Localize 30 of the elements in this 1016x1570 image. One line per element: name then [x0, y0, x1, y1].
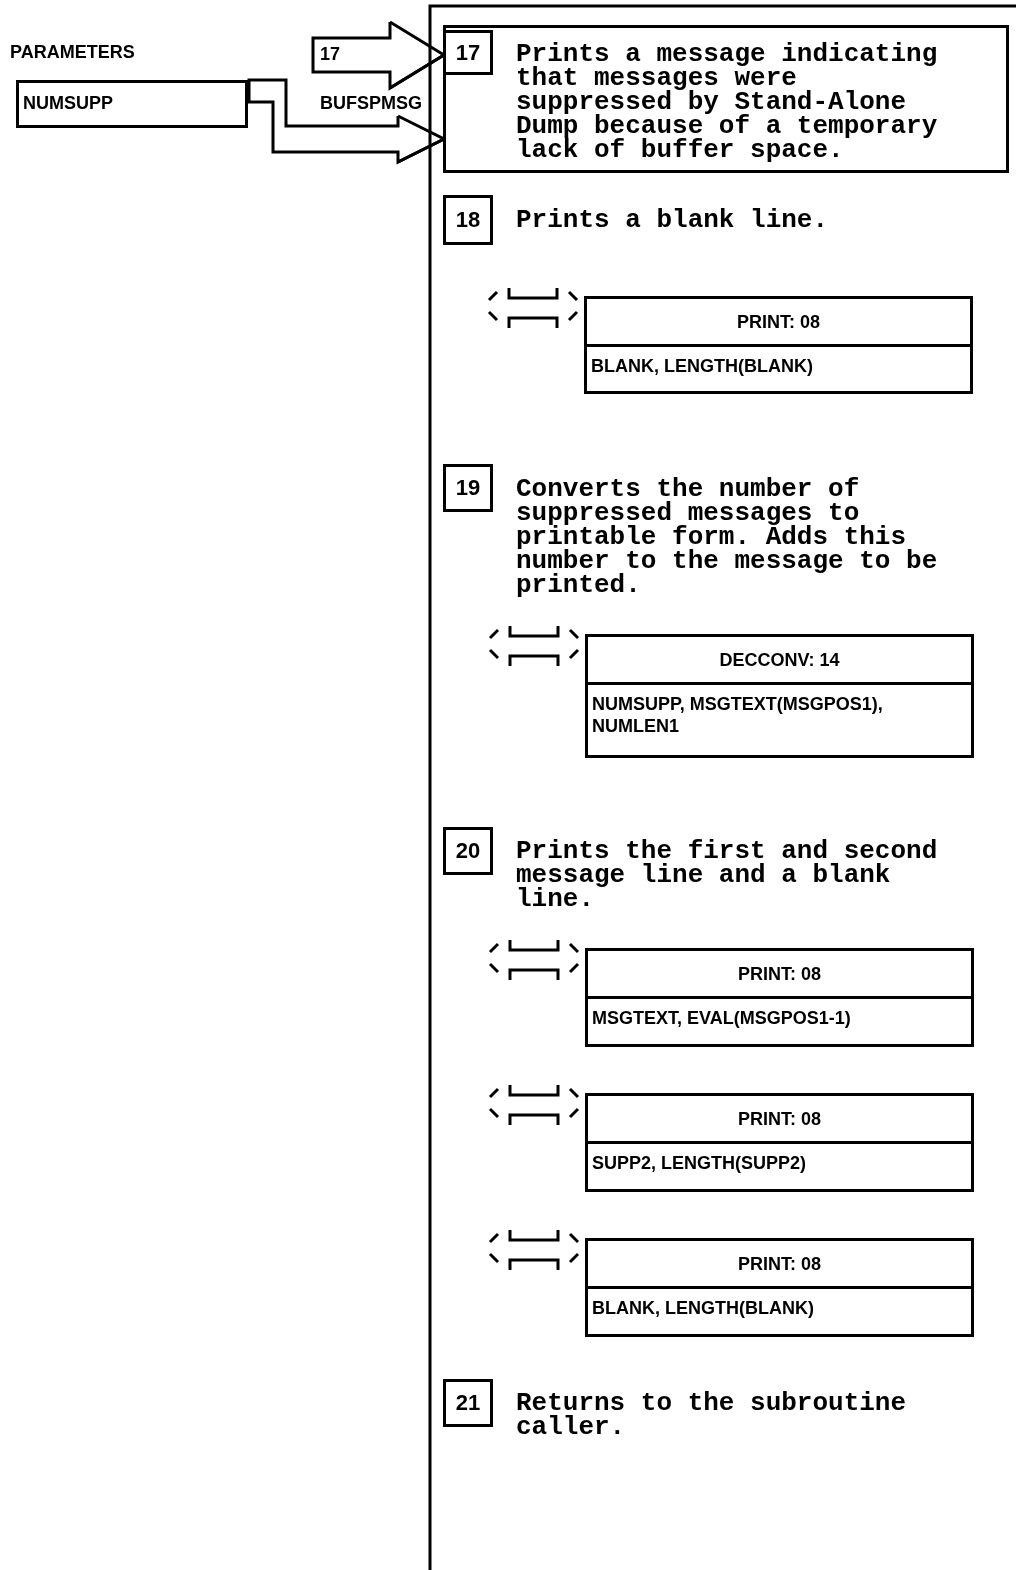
- parameter-list: SUPP2, LENGTH(SUPP2): [588, 1144, 971, 1180]
- step-description: Converts the number of suppressed messages to printable form. Adds this number to the message to be printed.: [516, 477, 939, 597]
- step-number: 20: [443, 827, 493, 875]
- heading: PARAMETERS: [10, 42, 135, 63]
- call-box: [585, 1238, 974, 1337]
- routine-name: PRINT: 08: [587, 299, 970, 347]
- parameter-list: BLANK, LENGTH(BLANK): [588, 1289, 971, 1325]
- routine-name: PRINT: 08: [588, 1241, 971, 1289]
- step-description: Prints a message indicating that messages were suppressed by Stand-Alone Dump because of a temporary lack of buffer space.: [516, 42, 939, 162]
- step-number: 18: [443, 195, 493, 245]
- parameter-list: NUMSUPP, MSGTEXT(MSGPOS1), NUMLEN1: [588, 685, 971, 743]
- call-box: [584, 296, 973, 394]
- wide-arrow: [311, 20, 446, 91]
- parameter-list: MSGTEXT, EVAL(MSGPOS1-1): [588, 999, 971, 1035]
- routine-name: PRINT: 08: [588, 951, 971, 999]
- routine-name: PRINT: 08: [588, 1096, 971, 1144]
- step-number: 19: [443, 464, 493, 512]
- parameter-box: NUMSUPP: [16, 80, 248, 128]
- step-number: 17: [443, 30, 493, 75]
- step-description: Prints the first and second message line and a blank line.: [516, 839, 939, 911]
- parameter-list: BLANK, LENGTH(BLANK): [587, 347, 970, 383]
- step-box: [443, 25, 1009, 173]
- call-box: [585, 1093, 974, 1192]
- step-description: Returns to the subroutine caller.: [516, 1391, 908, 1439]
- call-box: [585, 634, 974, 758]
- step-number: 21: [443, 1379, 493, 1427]
- call-box: [585, 948, 974, 1047]
- routine-name: DECCONV: 14: [588, 637, 971, 685]
- step-description: Prints a blank line.: [516, 208, 830, 232]
- wide-arrow: [247, 78, 446, 165]
